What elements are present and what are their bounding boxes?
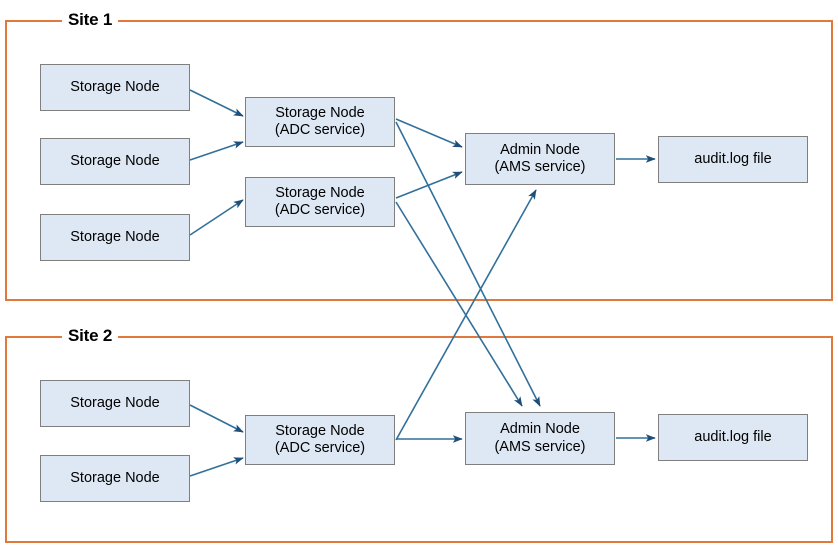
admin-node-ams-line-1: Admin Node: [500, 141, 580, 158]
admin-node-ams: Admin Node(AMS service): [465, 133, 615, 185]
audit-log-file-line-1: audit.log file: [694, 428, 772, 445]
storage-node: Storage Node: [40, 380, 190, 427]
admin-node-ams: Admin Node(AMS service): [465, 412, 615, 465]
storage-node-line-1: Storage Node: [70, 78, 160, 95]
storage-node-adc-line-2: (ADC service): [274, 440, 366, 456]
storage-node-adc-line-1: Storage Node: [275, 422, 365, 439]
audit-log-file: audit.log file: [658, 136, 808, 183]
storage-node-line-1: Storage Node: [70, 228, 160, 245]
site-label-site1: Site 1: [62, 11, 119, 28]
storage-node: Storage Node: [40, 64, 190, 111]
storage-node-adc: Storage Node(ADC service): [245, 415, 395, 465]
storage-node-adc-line-1: Storage Node: [275, 104, 365, 121]
admin-node-ams-line-2: (AMS service): [494, 438, 586, 455]
storage-node: Storage Node: [40, 138, 190, 185]
storage-node-adc-line-2: (ADC service): [274, 202, 366, 218]
audit-log-file: audit.log file: [658, 414, 808, 461]
storage-node-line-1: Storage Node: [70, 152, 160, 169]
storage-node-adc: Storage Node(ADC service): [245, 97, 395, 147]
site-label-site2: Site 2: [62, 327, 119, 344]
storage-node-adc-line-1: Storage Node: [275, 184, 365, 201]
audit-log-file-line-1: audit.log file: [694, 150, 772, 167]
admin-node-ams-line-2: (AMS service): [494, 159, 586, 175]
storage-node-line-1: Storage Node: [70, 394, 160, 411]
storage-node: Storage Node: [40, 455, 190, 502]
storage-node-line-1: Storage Node: [70, 469, 160, 486]
storage-node: Storage Node: [40, 214, 190, 261]
storage-node-adc: Storage Node(ADC service): [245, 177, 395, 227]
storage-node-adc-line-2: (ADC service): [274, 122, 366, 138]
admin-node-ams-line-1: Admin Node: [500, 421, 580, 438]
